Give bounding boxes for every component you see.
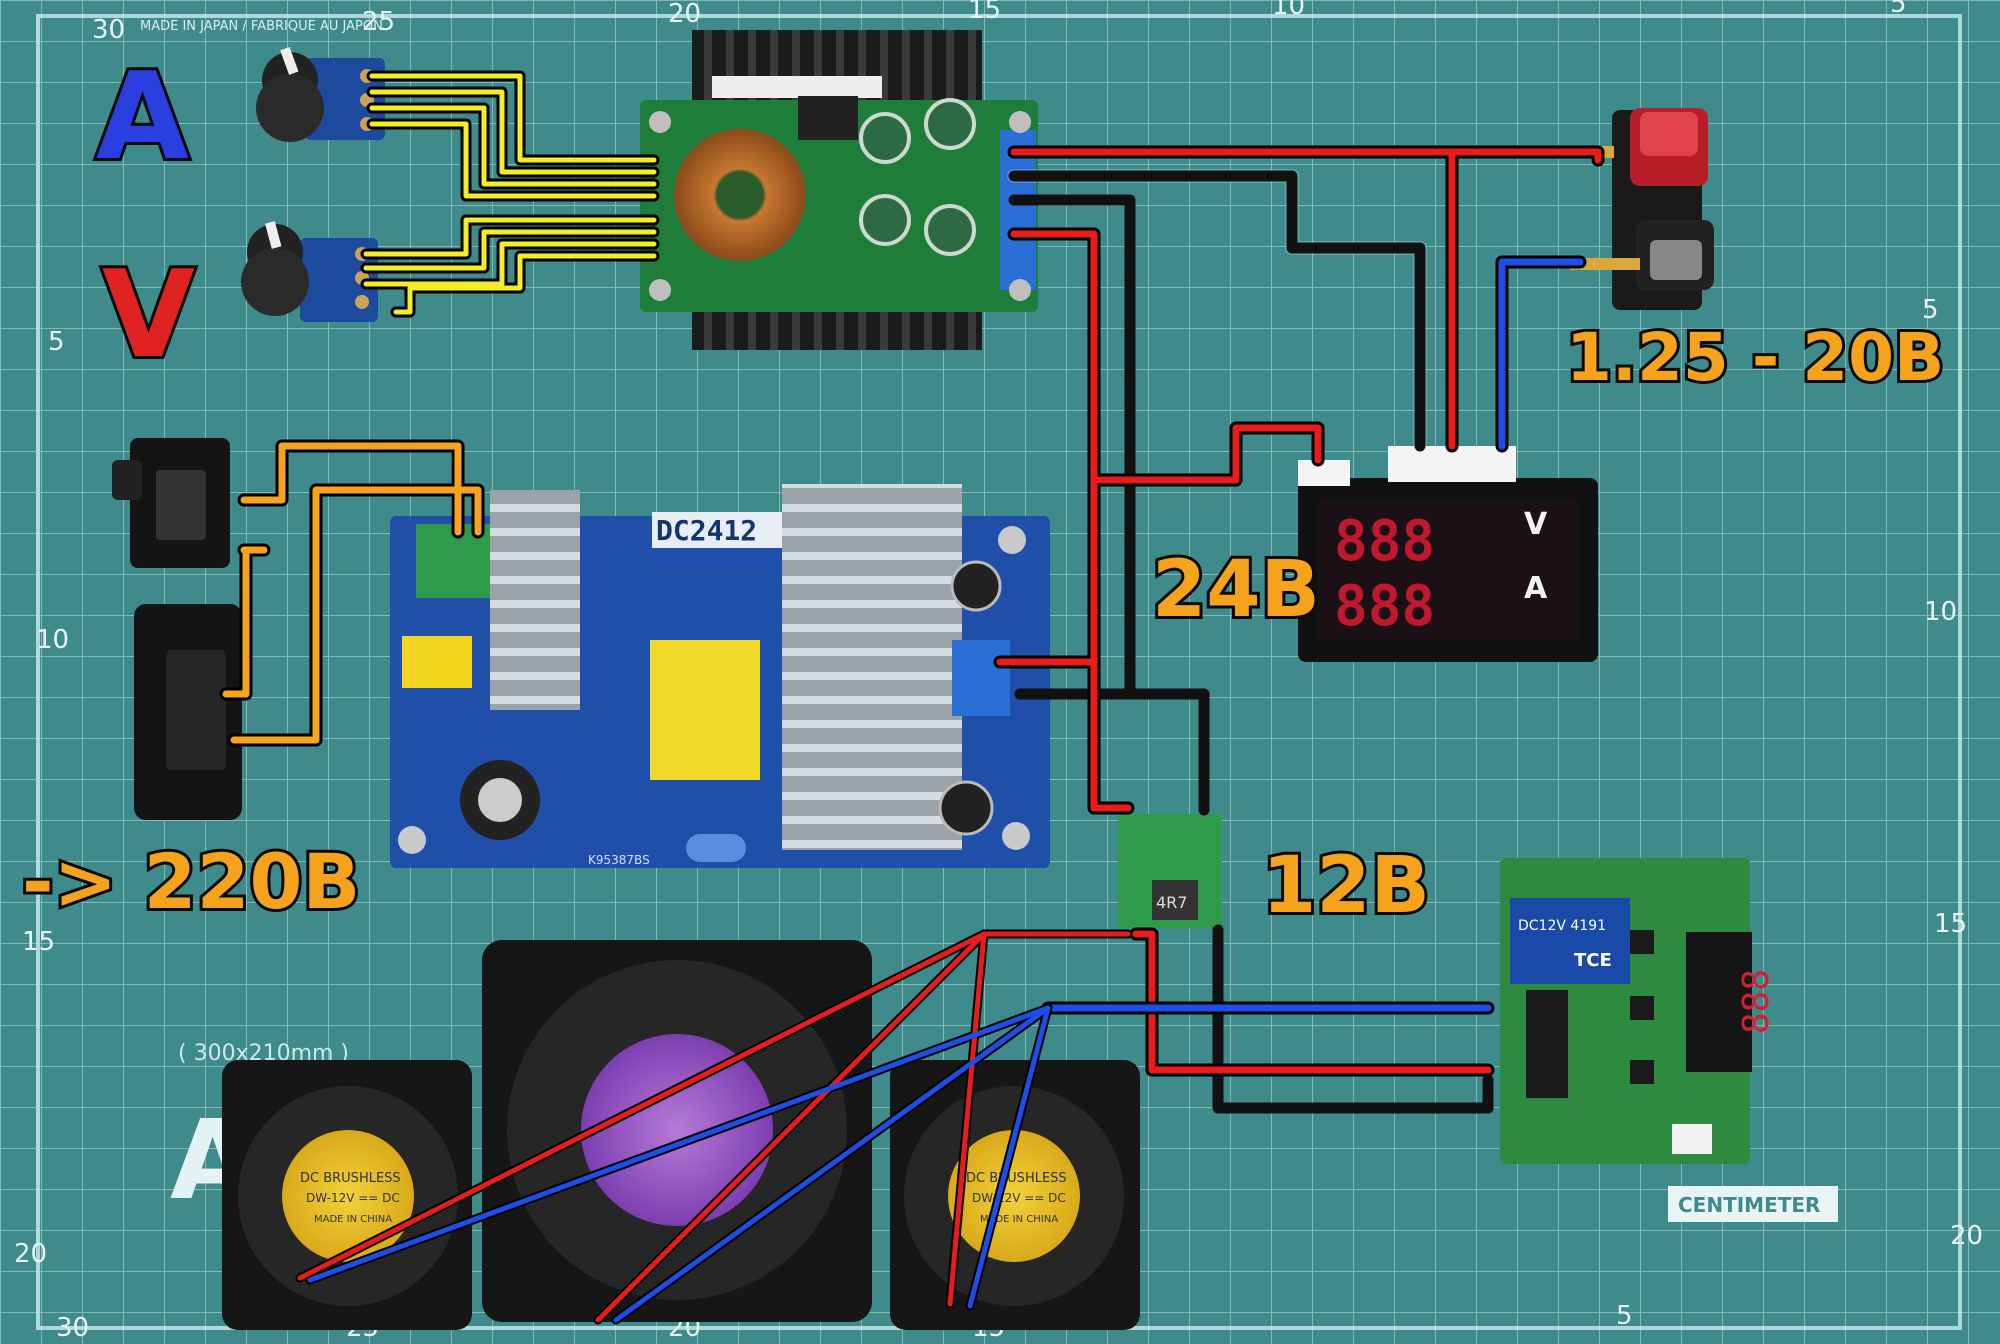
fan-wires <box>295 929 1133 1325</box>
ruler-bottom-30: 30 <box>56 1313 89 1343</box>
black-wires <box>1007 169 1494 1114</box>
ruler-left-5: 5 <box>48 327 65 357</box>
ruler-top-30: 30 <box>92 15 125 45</box>
meter-current-digits: 888 <box>1334 574 1435 639</box>
ruler-right-20: 20 <box>1950 1221 1983 1251</box>
mat-brand: CENTIMETER <box>1678 1193 1820 1217</box>
label-12v: 12B <box>1262 841 1430 931</box>
label-mains-220v: -> 220B <box>22 837 360 926</box>
blue-wires <box>1041 255 1587 1015</box>
annotation-labels: A V 1.25 - 20B 24B 12B -> 220B <box>19 45 1947 934</box>
meter-voltage-digits: 888 <box>1334 509 1435 574</box>
label-output-range: 1.25 - 20B <box>1566 319 1944 396</box>
ruler-right-5: 5 <box>1922 295 1939 325</box>
output-terminals <box>1484 108 1714 310</box>
meter-a-label: A <box>1524 571 1548 606</box>
power-socket <box>134 604 242 820</box>
ruler-right-10: 10 <box>1924 597 1957 627</box>
ruler-top-20: 20 <box>668 0 701 29</box>
fan-left: DC BRUSHLESS DW-12V == DC MADE IN CHINA <box>222 1060 472 1330</box>
fan-right-label-2: DW-12V == DC <box>972 1191 1066 1205</box>
buck-converter-board <box>640 30 1038 350</box>
ruler-right-15: 15 <box>1934 909 1967 939</box>
mini-buck-board: 4R7 <box>1118 814 1222 928</box>
thermostat-board: DC12V 4191 TCE 888 <box>1500 858 1777 1164</box>
label-24v: 24B <box>1152 545 1320 635</box>
ruler-left-10: 10 <box>36 625 69 655</box>
ruler-top-10: 10 <box>1272 0 1305 21</box>
label-voltage-v: V <box>102 246 195 385</box>
current-potentiometer <box>256 47 385 142</box>
power-switch <box>112 438 230 568</box>
fan-left-label-2: DW-12V == DC <box>306 1191 400 1205</box>
relay-model: DC12V 4191 <box>1518 918 1606 934</box>
fan-right-label-3: MADE IN CHINA <box>980 1214 1058 1225</box>
ruler-top-25: 25 <box>362 7 395 37</box>
ruler-left-20: 20 <box>14 1239 47 1269</box>
orange-wires <box>219 439 485 747</box>
ruler-bottom-5: 5 <box>1616 1301 1633 1331</box>
fan-left-label-3: MADE IN CHINA <box>314 1214 392 1225</box>
ruler-numbers: 30 25 20 15 10 5 5 10 15 20 5 10 15 20 3… <box>14 0 1983 1343</box>
mat-brand-box <box>1668 1186 1838 1222</box>
fan-right-label-1: DC BRUSHLESS <box>966 1171 1067 1186</box>
psu-marking: K95387BS <box>588 853 650 867</box>
ruler-left-15: 15 <box>22 927 55 957</box>
psu-name: DC2412 <box>656 514 757 547</box>
relay-brand: TCE <box>1574 950 1612 971</box>
fan-center <box>482 940 872 1322</box>
fan-left-label-1: DC BRUSHLESS <box>300 1171 401 1186</box>
thermo-digits: 888 <box>1736 969 1777 1034</box>
ruler-top-15: 15 <box>968 0 1001 25</box>
meter-v-label: V <box>1524 507 1548 542</box>
volt-amp-meter: 888 888 V A <box>1298 446 1598 662</box>
fan-right: DC BRUSHLESS DW-12V == DC MADE IN CHINA <box>890 1060 1140 1330</box>
mat-top-note: MADE IN JAPAN / FABRIQUE AU JAPON <box>140 19 383 34</box>
ruler-top-5: 5 <box>1890 0 1907 19</box>
mains-psu-board: DC2412 K95387BS <box>390 484 1050 868</box>
buck-chip-label: 4R7 <box>1156 893 1187 912</box>
yellow-wires <box>360 70 660 318</box>
label-current-a: A <box>96 48 189 187</box>
